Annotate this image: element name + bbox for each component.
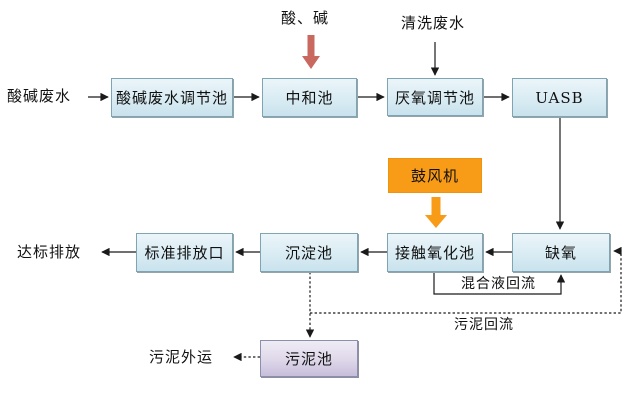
arrow-sludge-return (310, 246, 622, 314)
label-rinse-wastewater: 清洗废水 (401, 14, 466, 32)
node-uasb: UASB (512, 78, 607, 117)
node-anaerobic-regulating-tank-label: 厌氧调节池 (394, 88, 475, 107)
node-regulating-tank: 酸碱废水调节池 (111, 78, 233, 117)
node-anaerobic-regulating-tank: 厌氧调节池 (387, 78, 483, 116)
label-mixed-liquor-return: 混合液回流 (461, 276, 536, 292)
label-influent: 酸碱废水 (7, 87, 72, 105)
node-sedimentation-tank: 沉淀池 (260, 233, 358, 272)
node-standard-outlet: 标准排放口 (136, 233, 233, 272)
node-anoxic-tank-label: 缺氧 (544, 244, 577, 262)
node-contact-oxidation-tank-label: 接触氧化池 (394, 244, 475, 262)
node-neutralization-tank: 中和池 (262, 78, 357, 117)
node-contact-oxidation-tank: 接触氧化池 (387, 233, 483, 272)
label-sludge-out: 污泥外运 (149, 348, 214, 366)
node-regulating-tank-label: 酸碱废水调节池 (115, 89, 228, 107)
node-standard-outlet-label: 标准排放口 (144, 244, 225, 262)
node-neutralization-tank-label: 中和池 (285, 89, 334, 107)
node-sedimentation-tank-label: 沉淀池 (284, 244, 333, 262)
label-acid-alkali: 酸、碱 (281, 9, 330, 27)
label-discharge: 达标排放 (17, 243, 82, 261)
acid-alkali-arrow-icon (302, 35, 320, 69)
node-blower: 鼓风机 (388, 158, 482, 193)
blower-air-arrow-icon (425, 197, 447, 228)
node-sludge-tank-label: 污泥池 (284, 350, 333, 368)
node-uasb-label: UASB (535, 88, 584, 107)
label-sludge-return: 污泥回流 (454, 317, 514, 333)
node-blower-label: 鼓风机 (410, 167, 459, 185)
node-anoxic-tank: 缺氧 (512, 233, 610, 272)
arrow-mixed-liquor-return (433, 272, 566, 295)
node-sludge-tank: 污泥池 (260, 340, 358, 377)
